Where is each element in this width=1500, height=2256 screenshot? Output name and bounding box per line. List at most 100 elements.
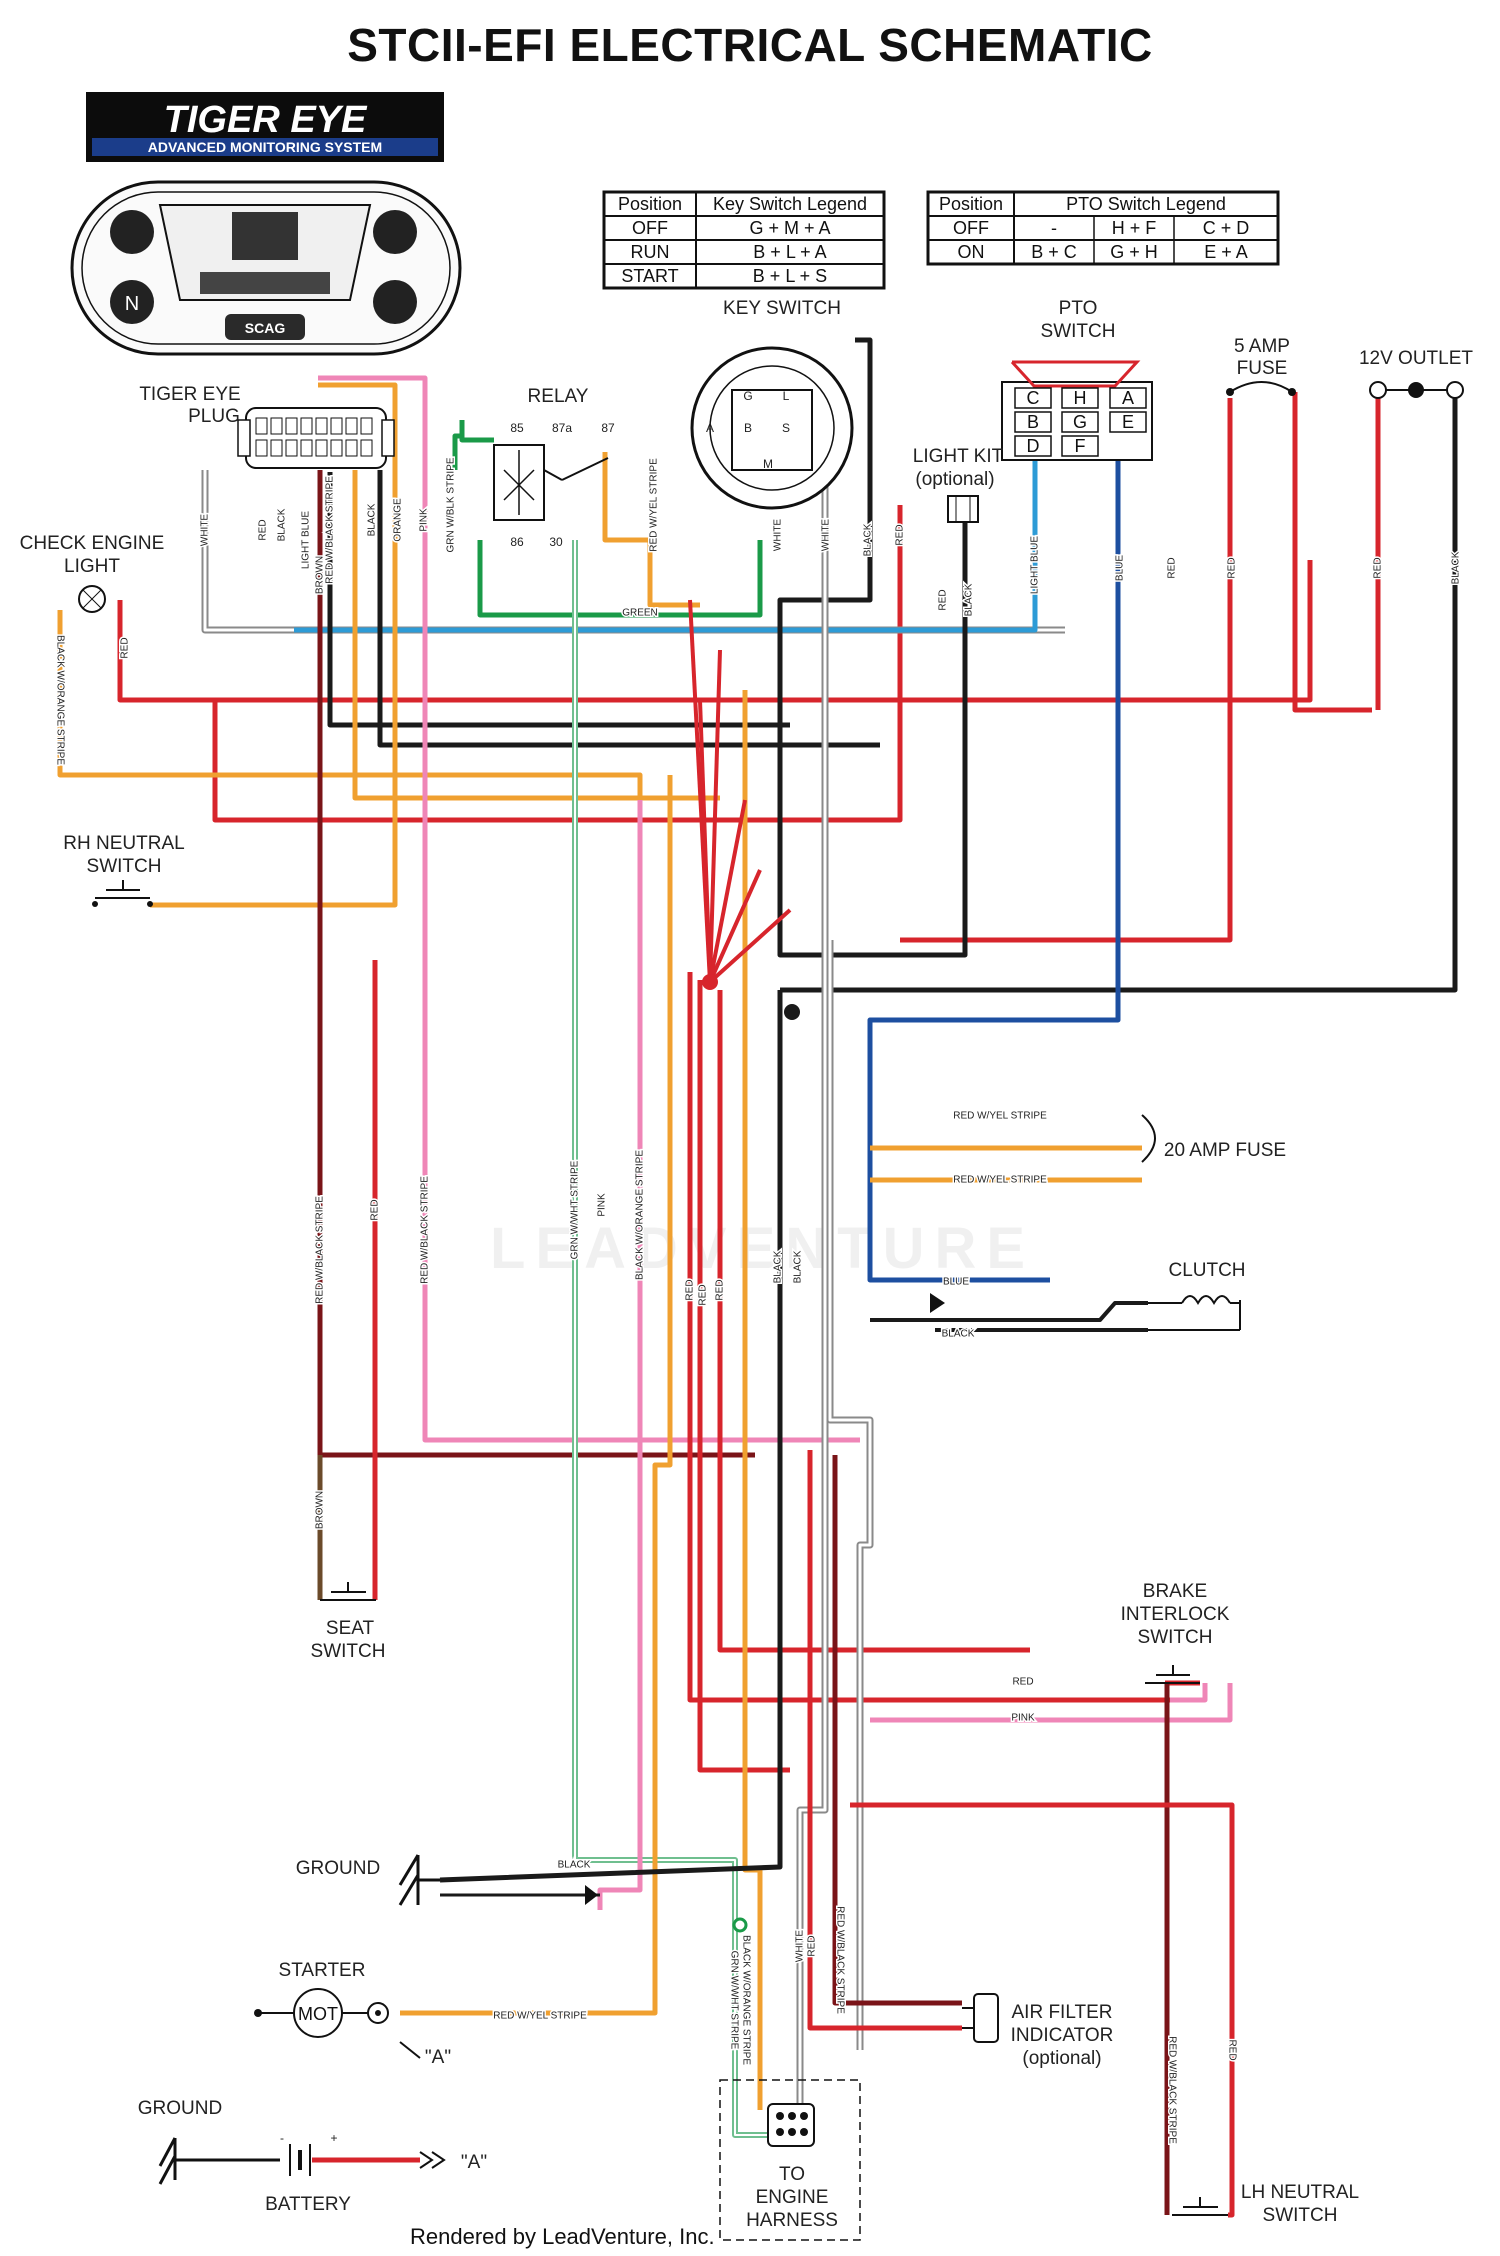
wire-tag: RED bbox=[895, 524, 906, 545]
rh-neutral-switch bbox=[92, 880, 153, 907]
wire-tag: RED bbox=[258, 519, 269, 540]
pto-terminal-letter: H bbox=[1074, 388, 1087, 408]
svg-text:M: M bbox=[763, 457, 773, 471]
legend-header: PTO Switch Legend bbox=[1066, 194, 1226, 214]
lh-neutral-switch bbox=[1172, 2197, 1228, 2216]
wire bbox=[867, 460, 1121, 1283]
clutch-label: CLUTCH bbox=[1168, 1260, 1245, 1281]
lh-neutral-label-2: SWITCH bbox=[1263, 2205, 1338, 2226]
wire bbox=[870, 1301, 1148, 1322]
pto-terminal-letter: G bbox=[1073, 412, 1087, 432]
wire-tag: BLACK bbox=[793, 1250, 804, 1283]
wire bbox=[294, 460, 1038, 633]
legend-header: Position bbox=[939, 194, 1003, 214]
wire-tag: RED bbox=[715, 1279, 726, 1300]
wire bbox=[717, 990, 1030, 1653]
starter-motor: MOT bbox=[254, 1988, 421, 2059]
svg-text:+: + bbox=[330, 2131, 337, 2145]
svg-text:87a: 87a bbox=[552, 421, 572, 435]
wire-tag: RED bbox=[120, 637, 131, 658]
legend-cell: - bbox=[1051, 218, 1057, 238]
legend-cell: RUN bbox=[631, 242, 670, 262]
wire-tag: RED W/YEL STRIPE bbox=[493, 2011, 587, 2022]
wire bbox=[708, 869, 762, 983]
wire bbox=[574, 540, 770, 2136]
rh-neutral-label-1: RH NEUTRAL bbox=[63, 833, 184, 854]
wire bbox=[828, 940, 872, 2050]
fuse-5a-label-2: FUSE bbox=[1237, 358, 1288, 379]
legend-cell: G + H bbox=[1110, 242, 1158, 262]
check-engine-label-1: CHECK ENGINE bbox=[20, 533, 165, 554]
wire bbox=[698, 699, 712, 983]
harness-label-2: ENGINE bbox=[756, 2187, 829, 2208]
wire-tag: WHITE bbox=[821, 519, 832, 552]
pto-switch-label-1: PTO bbox=[1059, 298, 1098, 319]
watermark: LEADVENTURE bbox=[490, 1216, 1036, 1281]
pto-terminal-letter: B bbox=[1027, 412, 1039, 432]
diode bbox=[930, 1293, 945, 1313]
svg-text:86: 86 bbox=[510, 535, 524, 549]
wire bbox=[1170, 1683, 1208, 1703]
wire bbox=[708, 908, 792, 984]
wire-tag: BLUE bbox=[943, 1277, 969, 1288]
wire-tag: BLACK bbox=[367, 503, 378, 536]
svg-text:85: 85 bbox=[510, 421, 524, 435]
wire bbox=[439, 990, 783, 1883]
pto-switch-label-2: SWITCH bbox=[1041, 321, 1116, 342]
light-kit-label-2: (optional) bbox=[915, 469, 994, 490]
pto-terminal-letter: A bbox=[1122, 388, 1134, 408]
pto-terminal-letter: D bbox=[1027, 436, 1040, 456]
outlet-label: 12V OUTLET bbox=[1359, 348, 1473, 369]
wire bbox=[212, 505, 903, 823]
seat-label-1: SEAT bbox=[326, 1618, 375, 1639]
legend-cell: G + M + A bbox=[749, 218, 830, 238]
wire-tag: LIGHT BLUE bbox=[1030, 536, 1041, 594]
harness-label-1: TO bbox=[779, 2164, 805, 2185]
svg-text:B: B bbox=[744, 421, 752, 435]
air-filter-label-3: (optional) bbox=[1022, 2048, 1101, 2069]
svg-text:A: A bbox=[706, 421, 714, 435]
legend-cell: B + C bbox=[1031, 242, 1077, 262]
logo-line2: ADVANCED MONITORING SYSTEM bbox=[148, 139, 382, 155]
wire bbox=[777, 337, 968, 958]
wire-tag: RED W/BLACK STRIPE bbox=[315, 1196, 326, 1304]
wire bbox=[780, 398, 1458, 993]
fuse-20amp bbox=[1141, 1114, 1156, 1163]
wire-tag: BLACK W/ORANGE STRIPE bbox=[635, 1150, 646, 1280]
svg-text:30: 30 bbox=[549, 535, 563, 549]
legend-cell: C + D bbox=[1203, 218, 1250, 238]
relay-label: RELAY bbox=[528, 386, 589, 407]
battery: - + bbox=[280, 2131, 446, 2176]
wire-tag: RED W/BLACK STRIPE bbox=[834, 1906, 845, 2014]
wire bbox=[57, 610, 643, 1160]
wire-tag: WHITE bbox=[200, 514, 211, 547]
wire-tag: BROWN bbox=[315, 556, 326, 594]
wire-tag: BLACK bbox=[1451, 551, 1462, 584]
clutch-coil bbox=[1148, 1295, 1241, 1331]
wire-tag: BROWN bbox=[315, 1491, 326, 1529]
key-switch: A G L B S M bbox=[690, 346, 854, 510]
rh-neutral-label-2: SWITCH bbox=[87, 856, 162, 877]
check-engine-label-2: LIGHT bbox=[64, 556, 120, 577]
legend-cell: START bbox=[621, 266, 678, 286]
ground1-label: GROUND bbox=[296, 1858, 380, 1879]
wire-tag: BLACK bbox=[277, 508, 288, 541]
svg-text:MOT: MOT bbox=[298, 2004, 338, 2024]
wire-tag: RED W/BLACK STRIPE bbox=[325, 476, 336, 584]
wire-tag: BLUE bbox=[1115, 555, 1126, 581]
tiger-eye-plug bbox=[237, 407, 395, 469]
wire-tag: PINK bbox=[1011, 1713, 1035, 1724]
brake-label-3: SWITCH bbox=[1138, 1627, 1213, 1648]
plug-label-2: PLUG bbox=[188, 406, 240, 427]
pto-terminal-letter: C bbox=[1027, 388, 1040, 408]
wire-tag: GRN W/BLK STRIPE bbox=[446, 457, 457, 552]
wire-tag: BLACK bbox=[863, 523, 874, 556]
footer-credit: Rendered by LeadVenture, Inc. bbox=[410, 2224, 715, 2249]
display-badge: SCAG bbox=[245, 320, 286, 336]
svg-text:G: G bbox=[743, 389, 752, 403]
wire-tag: BLACK W/ORANGE STRIPE bbox=[54, 635, 65, 765]
wire-tag: RED W/BLACK STRIPE bbox=[420, 1176, 431, 1284]
wire-tag: RED bbox=[1167, 557, 1178, 578]
